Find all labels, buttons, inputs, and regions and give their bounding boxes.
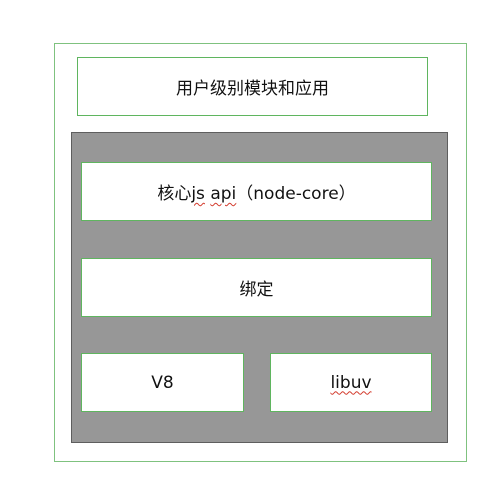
libuv-box: libuv (270, 353, 432, 412)
core-api-api-word: api (210, 184, 237, 204)
app-layer-box: 用户级别模块和应用 (77, 57, 428, 116)
binding-label: 绑定 (239, 280, 274, 300)
libuv-label: libuv (330, 372, 372, 393)
core-api-suffix: （node-core） (236, 184, 356, 204)
core-js-api-box: 核心js api（node-core） (81, 162, 432, 221)
app-layer-label: 用户级别模块和应用 (176, 79, 329, 99)
core-api-prefix: 核心 (157, 184, 192, 204)
binding-box: 绑定 (81, 258, 432, 317)
v8-box: V8 (81, 353, 244, 412)
core-api-js-word: js (191, 184, 205, 204)
core-api-label: 核心js api（node-core） (157, 179, 355, 204)
v8-label: V8 (151, 372, 174, 393)
